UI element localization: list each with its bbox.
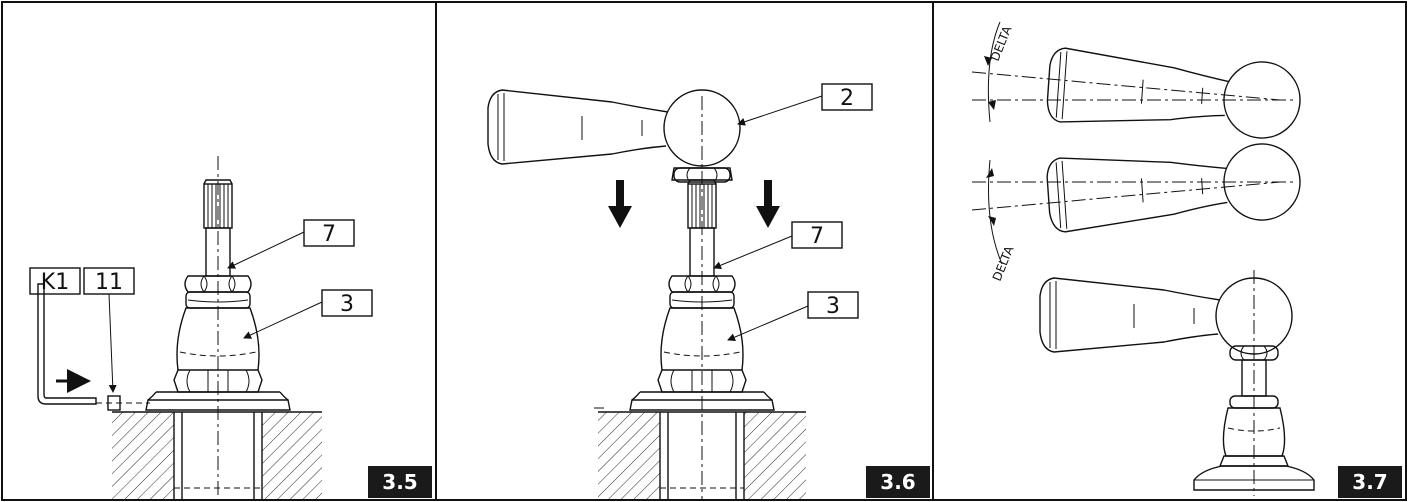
wall-hatch-left — [112, 412, 174, 500]
lever-tilted-down: DELTA — [971, 140, 1304, 283]
figure-label-3-5: 3.5 — [382, 470, 417, 494]
assembled-valve — [1039, 270, 1315, 496]
callout-3-label: 3 — [826, 294, 840, 319]
lever-handle — [487, 89, 741, 183]
lever-tilted-up: DELTA — [971, 21, 1304, 142]
down-arrow-right — [756, 180, 780, 228]
delta-label-bottom: DELTA — [990, 243, 1017, 283]
figure-label-3-6: 3.6 — [880, 470, 915, 494]
callout-3-label: 3 — [340, 292, 354, 317]
panel-3-5: 7 3 K1 11 3.5 — [29, 156, 432, 500]
callout-7-box — [791, 221, 843, 249]
callout-3-box — [321, 289, 373, 317]
figure-label-3-7: 3.7 — [1352, 470, 1387, 494]
wall-hatch-right — [262, 412, 322, 500]
panel-3-7: DELTA DELTA — [971, 21, 1402, 498]
delta-label-top: DELTA — [988, 23, 1015, 63]
callout-k1-label: K1 — [41, 270, 69, 295]
callout-7-label: 7 — [810, 224, 824, 249]
down-arrow-left — [608, 180, 632, 228]
wall-hatch-right — [744, 412, 806, 500]
callout-3-box — [807, 291, 859, 319]
callout-2-box — [821, 83, 873, 111]
callout-7-label: 7 — [322, 222, 336, 247]
wall-hatch-left — [598, 412, 660, 500]
figure-badge-3-5 — [368, 466, 432, 498]
allen-key — [37, 283, 97, 405]
callout-11-label: 11 — [95, 270, 123, 295]
figure-badge-3-7 — [1338, 466, 1402, 498]
panel-3-6: 2 7 3 3.6 — [487, 83, 930, 500]
figure-badge-3-6 — [866, 466, 930, 498]
callout-7-box — [303, 219, 355, 247]
callout-k1-box — [29, 267, 81, 295]
callout-2-label: 2 — [840, 86, 854, 111]
spindle — [687, 179, 717, 277]
